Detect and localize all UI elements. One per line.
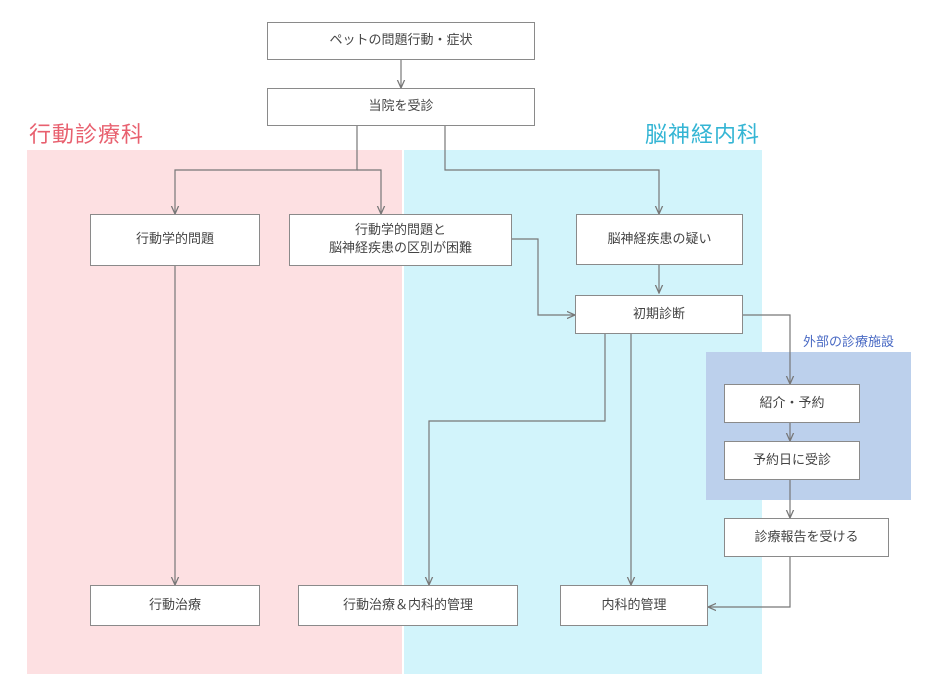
arrow-initial-to-combined (429, 334, 606, 585)
arrow-report-to-medical (708, 557, 791, 607)
node-behavior-therapy[interactable]: 行動治療 (90, 585, 260, 626)
arrow-hard-to-initial (512, 238, 575, 315)
behavior-region-label: 行動診療科 (29, 123, 145, 148)
node-symptoms[interactable]: ペットの問題行動・症状 (267, 22, 535, 60)
node-hard-to-distinguish[interactable]: 行動学的問題と 脳神経疾患の区別が困難 (289, 214, 512, 266)
node-behavioral-problem[interactable]: 行動学的問題 (90, 214, 260, 266)
node-appointment-visit[interactable]: 予約日に受診 (724, 441, 860, 480)
node-initial-diagnosis[interactable]: 初期診断 (575, 295, 743, 334)
arrow-visit-to-hard (357, 169, 381, 214)
node-suspected-neuro[interactable]: 脳神経疾患の疑い (576, 214, 743, 265)
node-visit[interactable]: 当院を受診 (267, 88, 535, 126)
neuro-region-label: 脳神経内科 (645, 123, 761, 148)
arrow-visit-to-behavioral (175, 126, 358, 214)
arrow-visit-to-neuro (444, 126, 659, 214)
node-referral[interactable]: 紹介・予約 (724, 384, 860, 423)
node-combined-management[interactable]: 行動治療＆内科的管理 (298, 585, 518, 626)
node-medical-management[interactable]: 内科的管理 (560, 585, 708, 626)
arrow-initial-to-referral (743, 314, 790, 384)
node-receive-report[interactable]: 診療報告を受ける (724, 518, 889, 557)
external-region-label: 外部の診療施設 (803, 335, 895, 350)
